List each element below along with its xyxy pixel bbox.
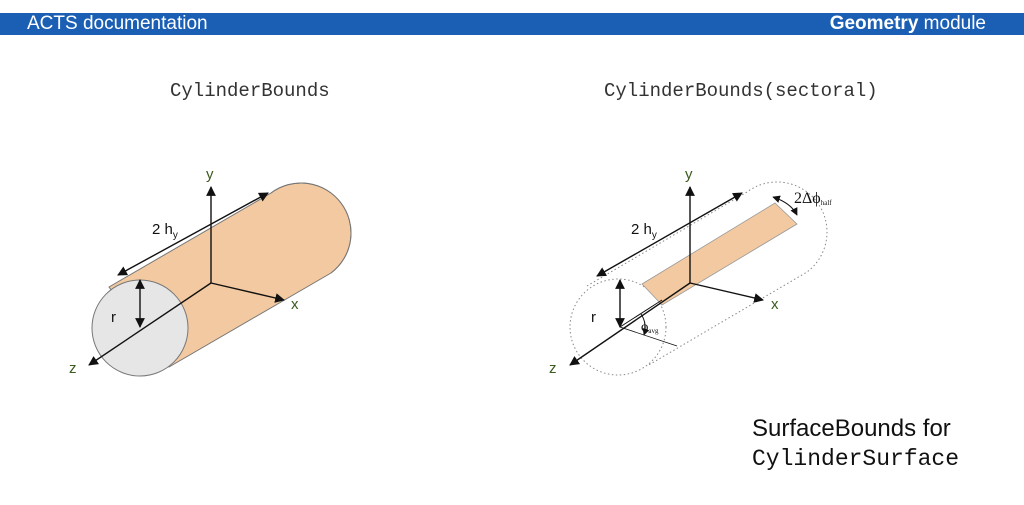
left-r-label: r (111, 309, 116, 326)
right-r-label: r (591, 309, 596, 326)
left-z-axis (88, 282, 212, 366)
right-axes (569, 186, 798, 366)
right-delta-phi-arc (772, 195, 798, 216)
right-cylinder (569, 181, 828, 376)
right-phi-avg-label: ϕavg (641, 320, 659, 335)
right-end-circle (569, 278, 667, 376)
left-z-label: z (69, 360, 77, 377)
header-bar: ACTS documentation Geometry module (0, 13, 1024, 35)
left-x-label: x (291, 296, 299, 313)
left-axes (88, 186, 285, 366)
module-name: Geometry (829, 13, 919, 34)
left-y-label: y (206, 166, 214, 183)
doc-title: ACTS documentation (27, 13, 208, 34)
right-sector-radius-line (619, 299, 663, 328)
left-x-axis (210, 282, 285, 303)
right-x-axis (689, 282, 764, 303)
module-suffix: module (918, 13, 986, 34)
right-y-label: y (685, 166, 693, 183)
left-cylinder (91, 182, 352, 377)
caption-line-2: CylinderSurface (752, 446, 960, 472)
left-length-label: 2 hy (152, 221, 178, 241)
caption-line-1: SurfaceBounds for (752, 415, 951, 442)
right-delta-phi-label: 2Δϕhalf (794, 190, 832, 207)
right-phi-avg-arc (640, 313, 650, 336)
right-length-arrow (596, 192, 743, 277)
right-z-label: z (549, 360, 557, 377)
module-title: Geometry module (830, 13, 986, 35)
right-z-axis (569, 282, 691, 366)
caption: SurfaceBounds for CylinderSurface (752, 414, 959, 474)
left-panel-title: CylinderBounds (170, 80, 330, 102)
left-length-arrow (117, 192, 269, 276)
right-x-label: x (771, 296, 779, 313)
right-phi-reference-line (619, 326, 678, 347)
right-length-label: 2 hy (631, 221, 657, 241)
right-panel-title: CylinderBounds(sectoral) (604, 80, 878, 102)
